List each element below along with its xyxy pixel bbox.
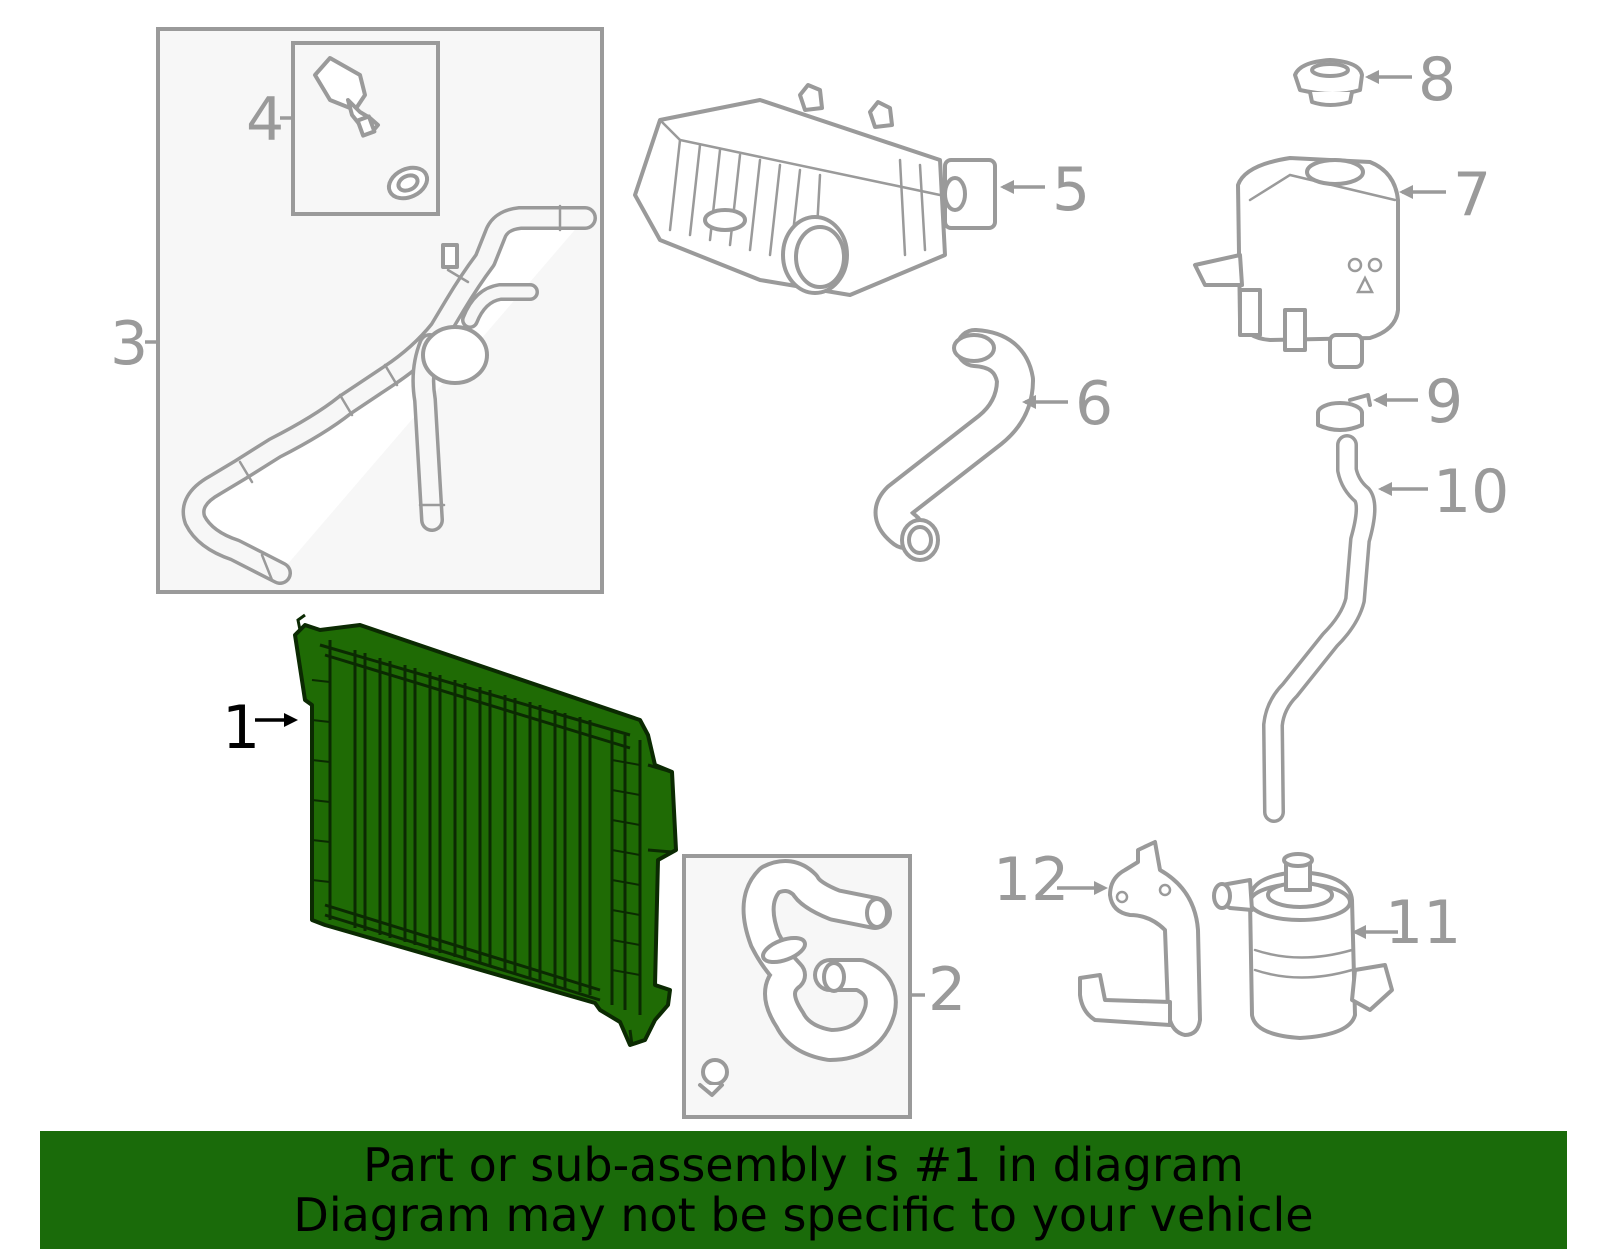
callout-3[interactable]: 3 — [110, 309, 148, 379]
callout-6[interactable]: 6 — [1075, 369, 1113, 439]
part-8-reservoir-cap[interactable] — [1293, 58, 1364, 107]
part-10-hose[interactable] — [1262, 434, 1377, 823]
part-6-hose[interactable] — [873, 328, 1035, 562]
banner-line-1: Part or sub-assembly is #1 in diagram — [363, 1138, 1244, 1192]
callout-5[interactable]: 5 — [1052, 155, 1090, 225]
part-2-hose-kit[interactable] — [682, 854, 912, 1119]
part-7-coolant-reservoir[interactable] — [1193, 156, 1400, 369]
callout-12[interactable]: 12 — [993, 845, 1069, 915]
banner-line-2: Diagram may not be specific to your vehi… — [293, 1188, 1314, 1242]
callout-1[interactable]: 1 — [222, 693, 260, 763]
part-9-hose-clamp[interactable] — [1316, 393, 1372, 432]
callout-7[interactable]: 7 — [1453, 160, 1491, 230]
part-11-auxiliary-water-pump[interactable] — [1212, 852, 1394, 1040]
callout-11[interactable]: 11 — [1385, 888, 1461, 958]
part-4-sensor[interactable] — [291, 41, 440, 216]
part-12-pump-bracket[interactable] — [1078, 840, 1202, 1037]
callout-9[interactable]: 9 — [1425, 367, 1463, 437]
part-1-radiator[interactable] — [293, 613, 678, 1047]
callout-2[interactable]: 2 — [928, 955, 966, 1025]
callout-10[interactable]: 10 — [1433, 457, 1509, 527]
info-banner: Part or sub-assembly is #1 in diagram Di… — [40, 1131, 1567, 1249]
callout-4[interactable]: 4 — [246, 85, 284, 155]
callout-8[interactable]: 8 — [1418, 45, 1456, 115]
part-5-charge-air-cooler[interactable] — [633, 83, 997, 297]
